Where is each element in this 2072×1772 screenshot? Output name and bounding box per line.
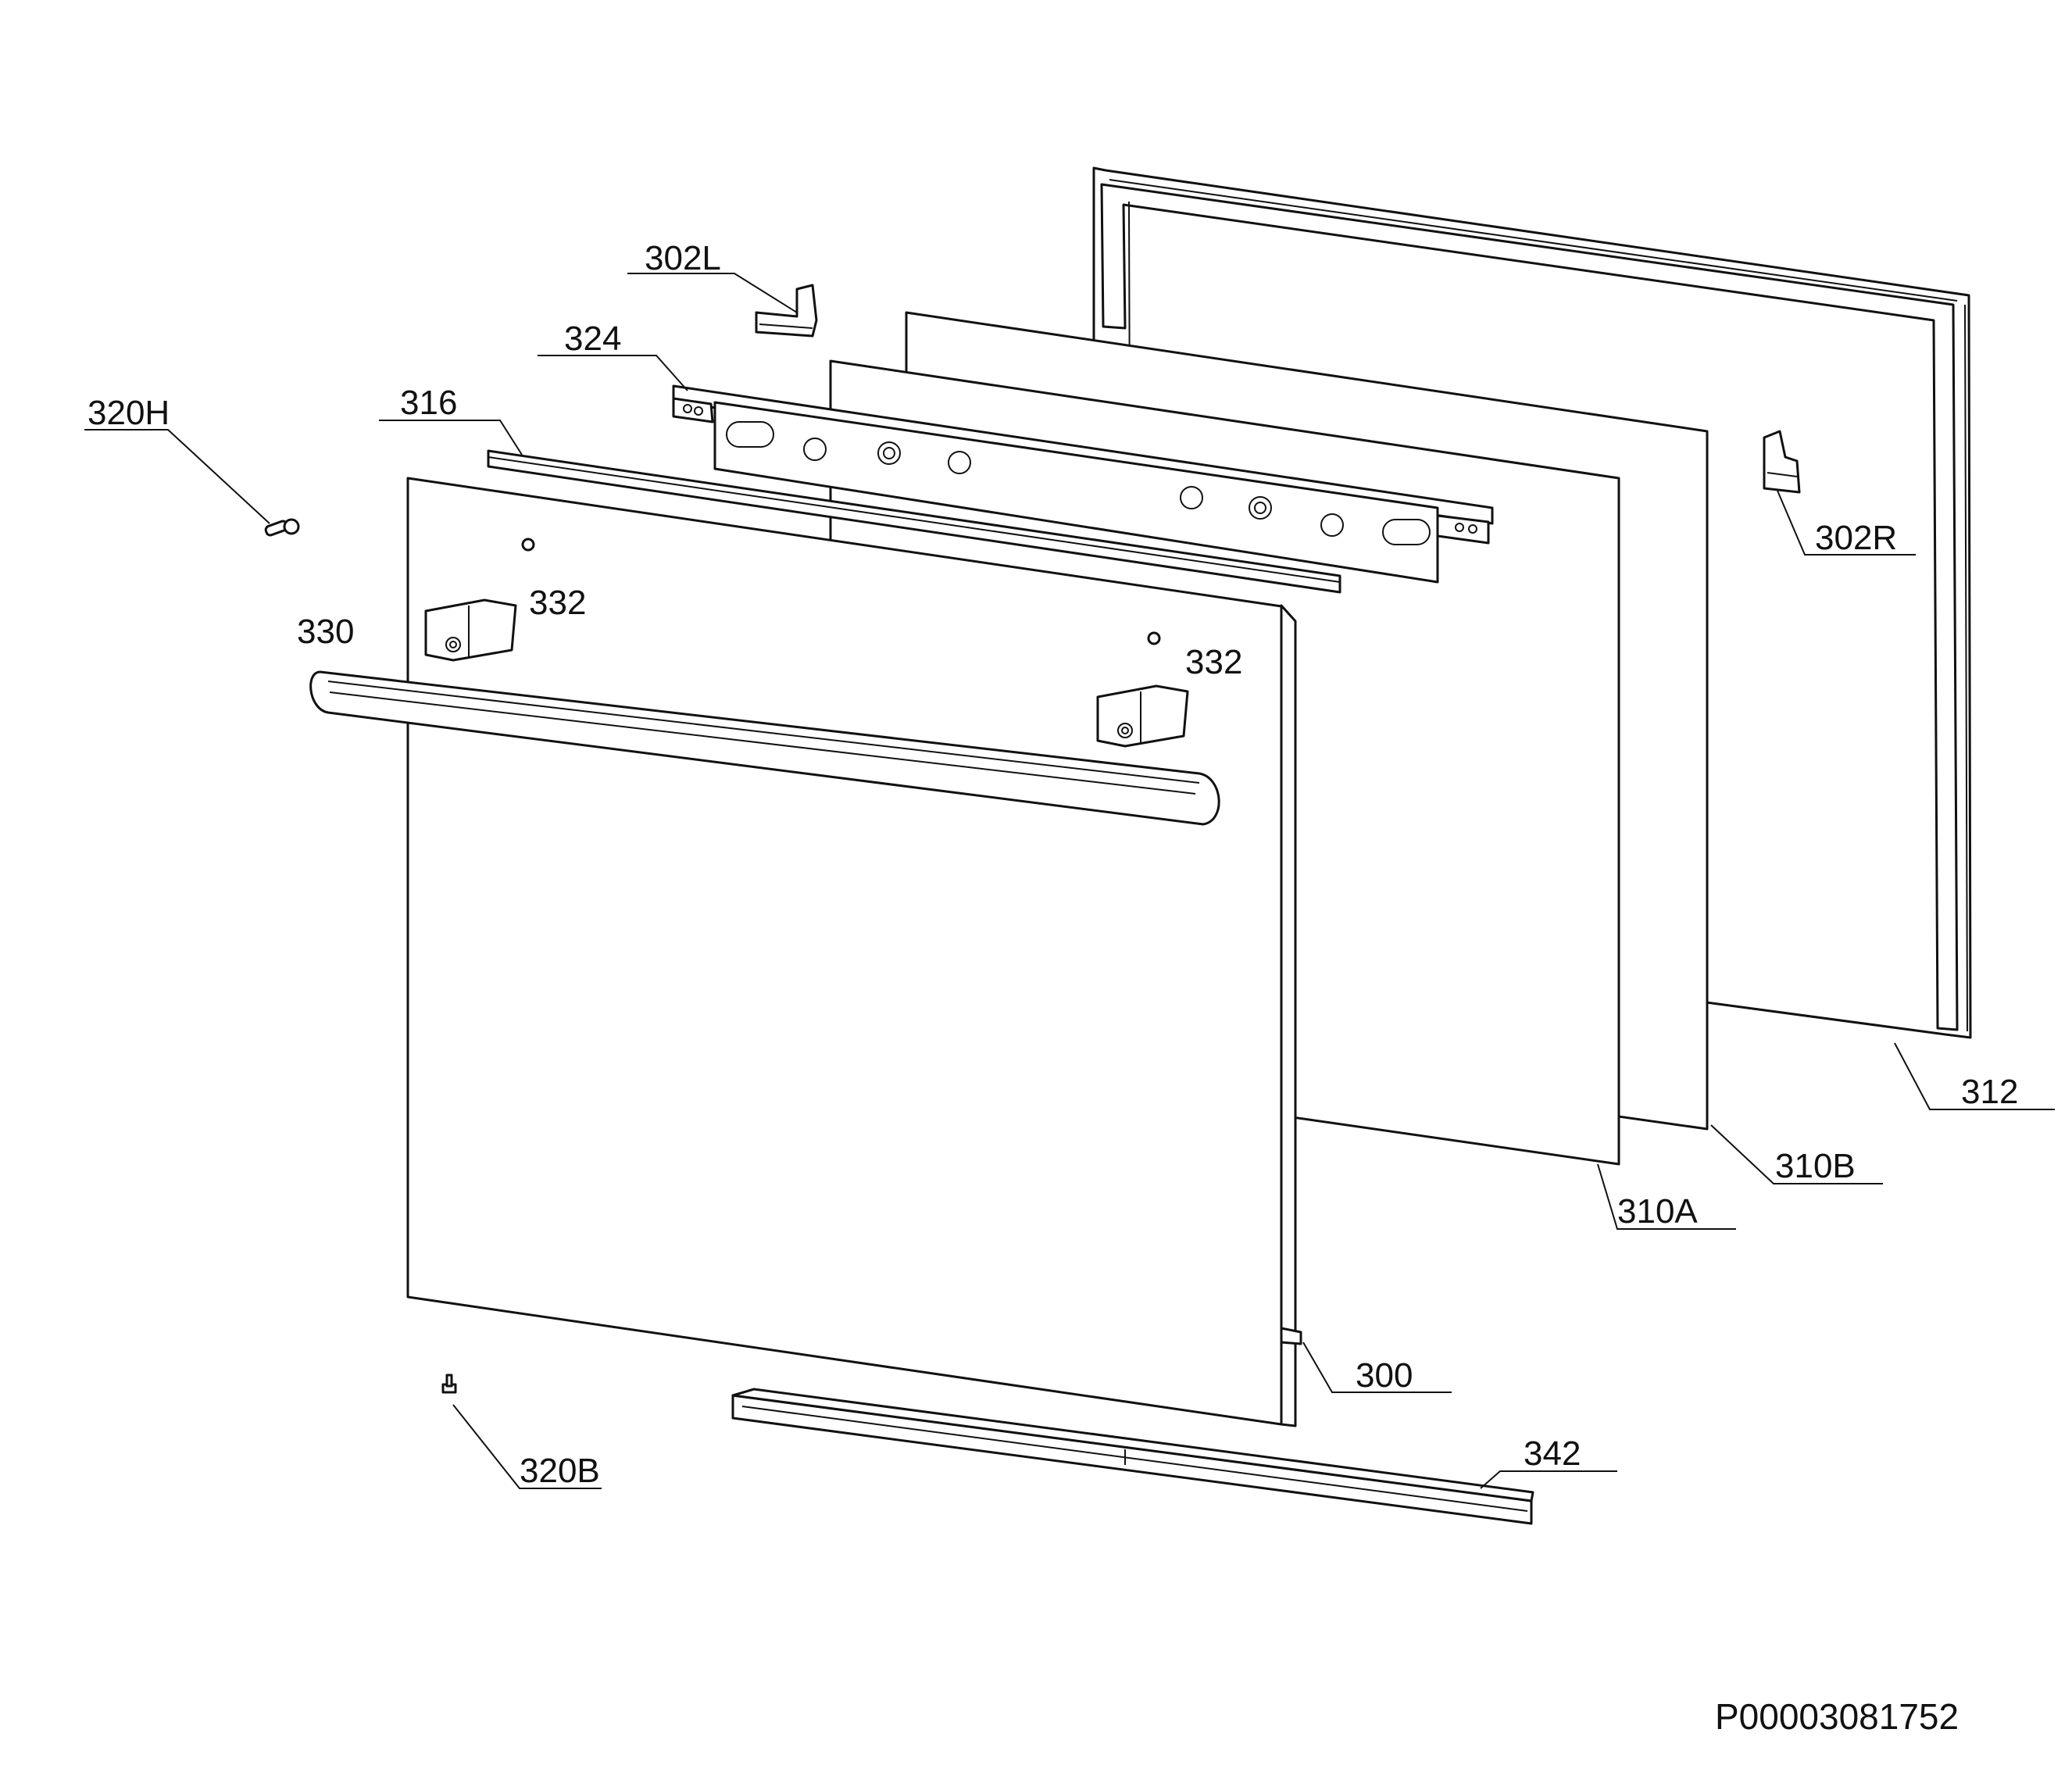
part-300-bottom-clip xyxy=(1280,1327,1302,1345)
part-324-hinge-rail xyxy=(672,384,1494,584)
part-300-side-edge xyxy=(1280,604,1297,1427)
label-312: 312 xyxy=(1961,1073,2018,1111)
label-302R: 302R xyxy=(1815,519,1897,557)
label-330: 330 xyxy=(297,613,354,651)
label-316: 316 xyxy=(400,384,457,422)
part-316-top-trim xyxy=(487,449,1341,594)
part-320H-screw xyxy=(264,518,300,537)
part-320B-screw xyxy=(441,1374,457,1394)
part-342-bottom-trim xyxy=(731,1388,1534,1525)
label-332-left: 332 xyxy=(529,584,586,622)
leader-lines xyxy=(84,273,2055,1489)
label-302L: 302L xyxy=(645,239,721,277)
part-302R-hinge-right xyxy=(1763,430,1801,494)
panel-hole-left xyxy=(521,538,535,552)
label-320H: 320H xyxy=(88,394,170,432)
label-310A: 310A xyxy=(1617,1192,1698,1231)
part-332-handle-mount-left xyxy=(424,598,517,662)
label-300: 300 xyxy=(1356,1356,1413,1395)
part-330-handle-bar xyxy=(309,670,1220,826)
part-332-handle-mount-right xyxy=(1096,684,1189,748)
drawing-number: P00003081752 xyxy=(1715,1696,1959,1737)
label-332-right: 332 xyxy=(1185,643,1242,681)
label-324: 324 xyxy=(564,320,621,358)
label-342: 342 xyxy=(1524,1434,1581,1473)
label-320B: 320B xyxy=(520,1452,600,1490)
panel-hole-right xyxy=(1147,631,1161,645)
label-310B: 310B xyxy=(1775,1147,1856,1185)
